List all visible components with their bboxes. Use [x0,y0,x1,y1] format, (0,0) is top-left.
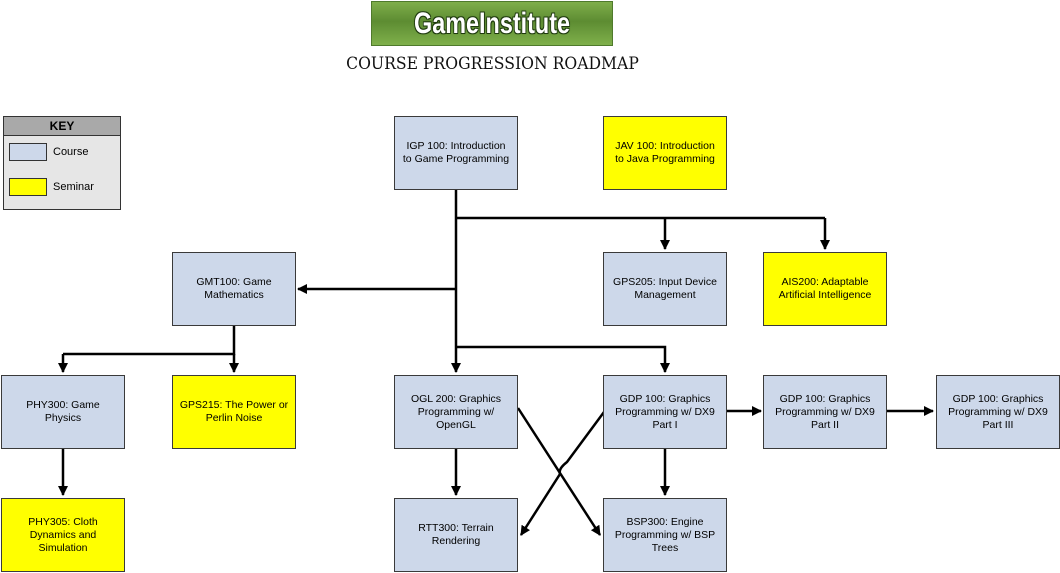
legend-key: KEY Course Seminar [3,116,121,210]
legend-item-seminar: Seminar [9,178,94,196]
edge-igp100-gdp100a [456,345,670,373]
node-igp100-label: IGP 100: Introduction to Game Programmin… [402,140,510,165]
node-ogl200-label: OGL 200: Graphics Programming w/ OpenGL [410,392,502,431]
legend-swatch-course [9,143,47,161]
node-gps205: GPS205: Input Device Management [603,252,727,326]
node-gdp100-part3: GDP 100: Graphics Programming w/ DX9 Par… [936,375,1060,449]
legend-title: KEY [4,117,120,136]
node-phy305: PHY305: Cloth Dynamics and Simulation [1,498,125,572]
node-gps215: GPS215: The Power or Perlin Noise [172,375,296,449]
page-title: COURSE PROGRESSION ROADMAP [346,54,639,74]
node-phy300-label: PHY300: Game Physics [26,399,100,424]
node-bsp300: BSP300: Engine Programming w/ BSP Trees [603,498,727,572]
edge-gdp100a-rtt300 [519,411,606,536]
node-ogl200: OGL 200: Graphics Programming w/ OpenGL [394,375,518,449]
node-gdp100-part2: GDP 100: Graphics Programming w/ DX9 Par… [763,375,887,449]
node-rtt300-label: RTT300: Terrain Rendering [418,522,494,547]
legend-label-seminar: Seminar [53,181,94,193]
node-gdp100-part3-label: GDP 100: Graphics Programming w/ DX9 Par… [948,392,1048,431]
node-gmt100: GMT100: Game Mathematics [172,252,296,326]
node-gmt100-label: GMT100: Game Mathematics [196,276,272,301]
node-phy300: PHY300: Game Physics [1,375,125,449]
node-gdp100-part1-label: GDP 100: Graphics Programming w/ DX9 Par… [615,392,715,431]
logo-text: GameInstitute [413,6,571,40]
legend-label-course: Course [53,146,89,158]
node-gps205-label: GPS205: Input Device Management [613,276,717,301]
edge-gmt100-stem [63,326,236,356]
node-jav100: JAV 100: Introduction to Java Programmin… [603,116,727,190]
node-igp100: IGP 100: Introduction to Game Programmin… [394,116,518,190]
node-jav100-label: JAV 100: Introduction to Java Programmin… [615,140,715,165]
node-bsp300-label: BSP300: Engine Programming w/ BSP Trees [614,515,716,554]
legend-swatch-seminar [9,178,47,196]
node-ais200-label: AIS200: Adaptable Artificial Intelligenc… [778,276,872,301]
node-rtt300: RTT300: Terrain Rendering [394,498,518,572]
node-gdp100-part2-label: GDP 100: Graphics Programming w/ DX9 Par… [775,392,875,431]
node-gdp100-part1: GDP 100: Graphics Programming w/ DX9 Par… [603,375,727,449]
node-ais200: AIS200: Adaptable Artificial Intelligenc… [763,252,887,326]
node-gps215-label: GPS215: The Power or Perlin Noise [179,399,289,424]
node-phy305-label: PHY305: Cloth Dynamics and Simulation [28,515,98,554]
legend-item-course: Course [9,143,88,161]
game-institute-logo: GameInstitute [371,1,613,46]
